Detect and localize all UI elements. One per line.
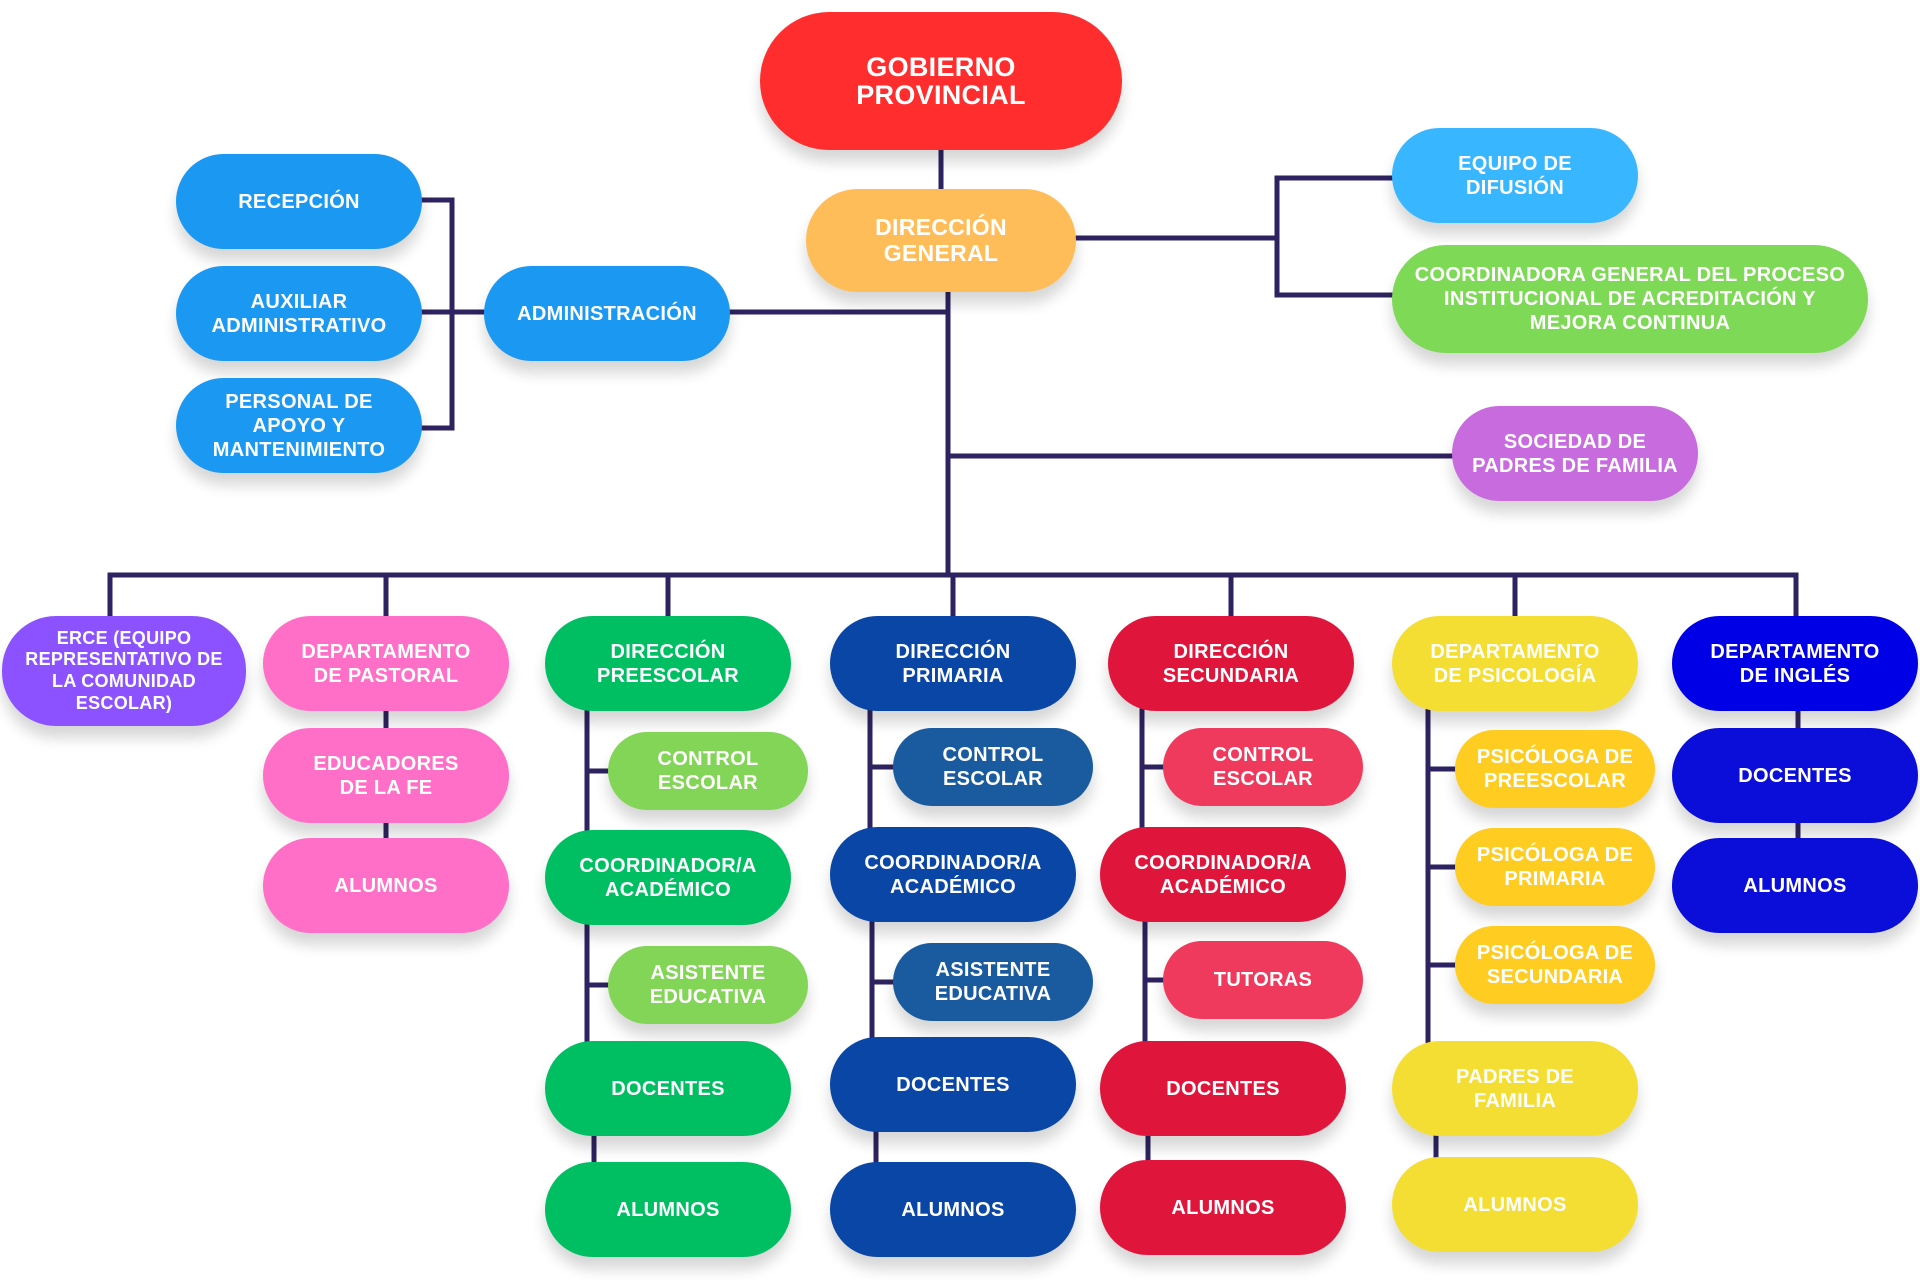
node-educadores-fe: EDUCADORES DE LA FE (263, 728, 509, 823)
node-administracion: ADMINISTRACIÓN (484, 266, 730, 361)
node-coordinadora-acreditacion: COORDINADORA GENERAL DEL PROCESO INSTITU… (1392, 245, 1868, 353)
node-departamento-ingles: DEPARTAMENTO DE INGLÉS (1672, 616, 1918, 711)
node-erce: ERCE (EQUIPO REPRESENTATIVO DE LA COMUNI… (2, 616, 246, 726)
node-departamento-psicologia: DEPARTAMENTO DE PSICOLOGÍA (1392, 616, 1638, 711)
node-psicologa-secundaria: PSICÓLOGA DE SECUNDARIA (1455, 926, 1655, 1004)
node-secundaria-docentes: DOCENTES (1100, 1041, 1346, 1136)
node-pastoral-alumnos: ALUMNOS (263, 838, 509, 933)
node-secundaria-control-escolar: CONTROL ESCOLAR (1163, 728, 1363, 806)
node-direccion-preescolar: DIRECCIÓN PREESCOLAR (545, 616, 791, 711)
node-preescolar-coordinador: COORDINADOR/A ACADÉMICO (545, 830, 791, 925)
node-psicologia-padres: PADRES DE FAMILIA (1392, 1041, 1638, 1136)
node-primaria-alumnos: ALUMNOS (830, 1162, 1076, 1257)
node-recepcion: RECEPCIÓN (176, 154, 422, 249)
node-secundaria-tutoras: TUTORAS (1163, 941, 1363, 1019)
node-psicologa-preescolar: PSICÓLOGA DE PREESCOLAR (1455, 730, 1655, 808)
node-auxiliar-administrativo: AUXILIAR ADMINISTRATIVO (176, 266, 422, 361)
node-preescolar-alumnos: ALUMNOS (545, 1162, 791, 1257)
node-departamento-pastoral: DEPARTAMENTO DE PASTORAL (263, 616, 509, 711)
node-equipo-difusion: EQUIPO DE DIFUSIÓN (1392, 128, 1638, 223)
node-primaria-control-escolar: CONTROL ESCOLAR (893, 728, 1093, 806)
node-direccion-secundaria: DIRECCIÓN SECUNDARIA (1108, 616, 1354, 711)
node-secundaria-alumnos: ALUMNOS (1100, 1160, 1346, 1255)
node-primaria-asistente: ASISTENTE EDUCATIVA (893, 943, 1093, 1021)
node-ingles-docentes: DOCENTES (1672, 728, 1918, 823)
node-direccion-general: DIRECCIÓN GENERAL (806, 189, 1076, 292)
node-preescolar-docentes: DOCENTES (545, 1041, 791, 1136)
node-psicologia-alumnos: ALUMNOS (1392, 1157, 1638, 1252)
node-preescolar-asistente: ASISTENTE EDUCATIVA (608, 946, 808, 1024)
node-preescolar-control-escolar: CONTROL ESCOLAR (608, 732, 808, 810)
node-gobierno-provincial: GOBIERNO PROVINCIAL (760, 12, 1122, 150)
node-primaria-docentes: DOCENTES (830, 1037, 1076, 1132)
node-ingles-alumnos: ALUMNOS (1672, 838, 1918, 933)
node-direccion-primaria: DIRECCIÓN PRIMARIA (830, 616, 1076, 711)
node-sociedad-padres: SOCIEDAD DE PADRES DE FAMILIA (1452, 406, 1698, 501)
node-personal-apoyo: PERSONAL DE APOYO Y MANTENIMIENTO (176, 378, 422, 473)
node-secundaria-coordinador: COORDINADOR/A ACADÉMICO (1100, 827, 1346, 922)
node-primaria-coordinador: COORDINADOR/A ACADÉMICO (830, 827, 1076, 922)
node-psicologa-primaria: PSICÓLOGA DE PRIMARIA (1455, 828, 1655, 906)
